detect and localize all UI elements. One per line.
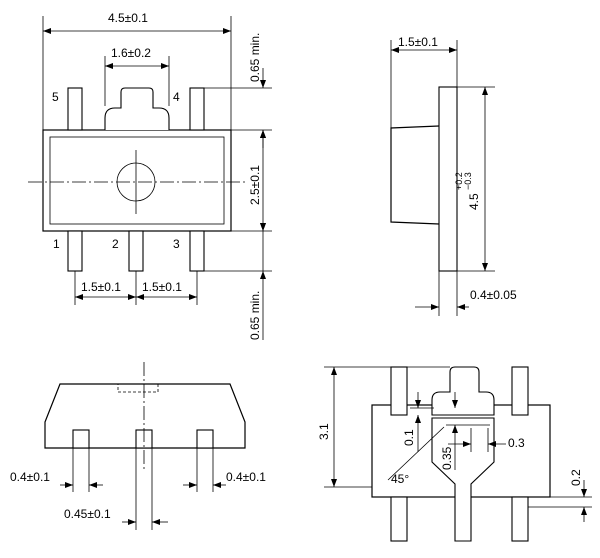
top-view-tab-lead	[104, 87, 170, 130]
bottom-view-center-lead	[431, 417, 495, 542]
pin-label-2: 2	[112, 237, 119, 251]
dim-lead-length-top: 0.65 min.	[248, 33, 262, 82]
dim-package-length: 4.5	[467, 193, 481, 210]
top-view-lead-2	[128, 230, 144, 272]
dim-chamfer-angle: 45°	[391, 472, 409, 486]
dim-offset-02: 0.2	[569, 469, 583, 486]
pin-label-5: 5	[52, 90, 59, 104]
chamfer-line	[387, 426, 445, 481]
pin-label-4: 4	[173, 90, 180, 104]
side-view-body	[390, 125, 440, 225]
dim-notch-035: 0.35	[440, 446, 454, 470]
dim-lead-length-bottom: 0.65 min.	[248, 291, 262, 340]
dim-tab-width: 1.6±0.2	[111, 46, 151, 60]
side-view: 1.5±0.1 4.5 +0.2 −0.3 0.4±0.05	[390, 35, 517, 316]
dim-package-thickness: 1.5±0.1	[398, 35, 438, 49]
dim-lead-width-left: 0.4±0.1	[10, 470, 50, 484]
dim-pitch-right: 1.5±0.1	[142, 280, 182, 294]
front-view-tab-hidden	[117, 383, 159, 393]
dim-center-lead-width: 0.45±0.1	[64, 507, 111, 521]
top-view-lead-1	[67, 230, 83, 272]
pin-label-1: 1	[53, 237, 60, 251]
bottom-view: 45° 3.1 0.1 0.35 0.3	[317, 366, 592, 542]
dim-notch-01: 0.1	[402, 429, 416, 446]
bottom-view-lead-top-right	[511, 366, 529, 416]
dim-lead-thickness: 0.4±0.05	[470, 288, 517, 302]
top-view-body-inner	[49, 136, 225, 225]
dim-bottom-height: 3.1	[317, 423, 331, 440]
dim-overall-width: 4.5±0.1	[108, 11, 148, 25]
top-view-lead-3	[189, 230, 205, 272]
side-view-lead	[438, 86, 458, 272]
top-view: 5 4 1 2 3 4.5±0.1 1.6±0.2 0.65 min.	[28, 11, 272, 340]
dim-package-length-tol-minus: −0.3	[463, 172, 473, 190]
dim-body-height: 2.5±0.1	[248, 165, 262, 205]
dim-pitch-left: 1.5±0.1	[81, 280, 121, 294]
dim-notch-03: 0.3	[508, 436, 525, 450]
top-view-lead-5	[67, 87, 83, 131]
pin-label-3: 3	[173, 237, 180, 251]
top-view-body-outer	[42, 129, 232, 232]
front-view: 0.4±0.1 0.4±0.1 0.45±0.1	[10, 362, 266, 530]
top-view-lead-4	[189, 87, 205, 131]
bottom-view-lead-top-left	[390, 366, 408, 416]
front-view-lead-left	[72, 429, 90, 449]
bottom-view-tab-lead	[431, 366, 495, 416]
dim-package-length-tol-plus: +0.2	[454, 172, 464, 190]
bottom-view-lead-bottom-left	[390, 496, 408, 542]
bottom-view-lead-bottom-right	[511, 496, 529, 542]
front-view-body	[44, 383, 246, 449]
dim-lead-width-right: 0.4±0.1	[226, 470, 266, 484]
front-view-lead-right	[196, 429, 214, 449]
